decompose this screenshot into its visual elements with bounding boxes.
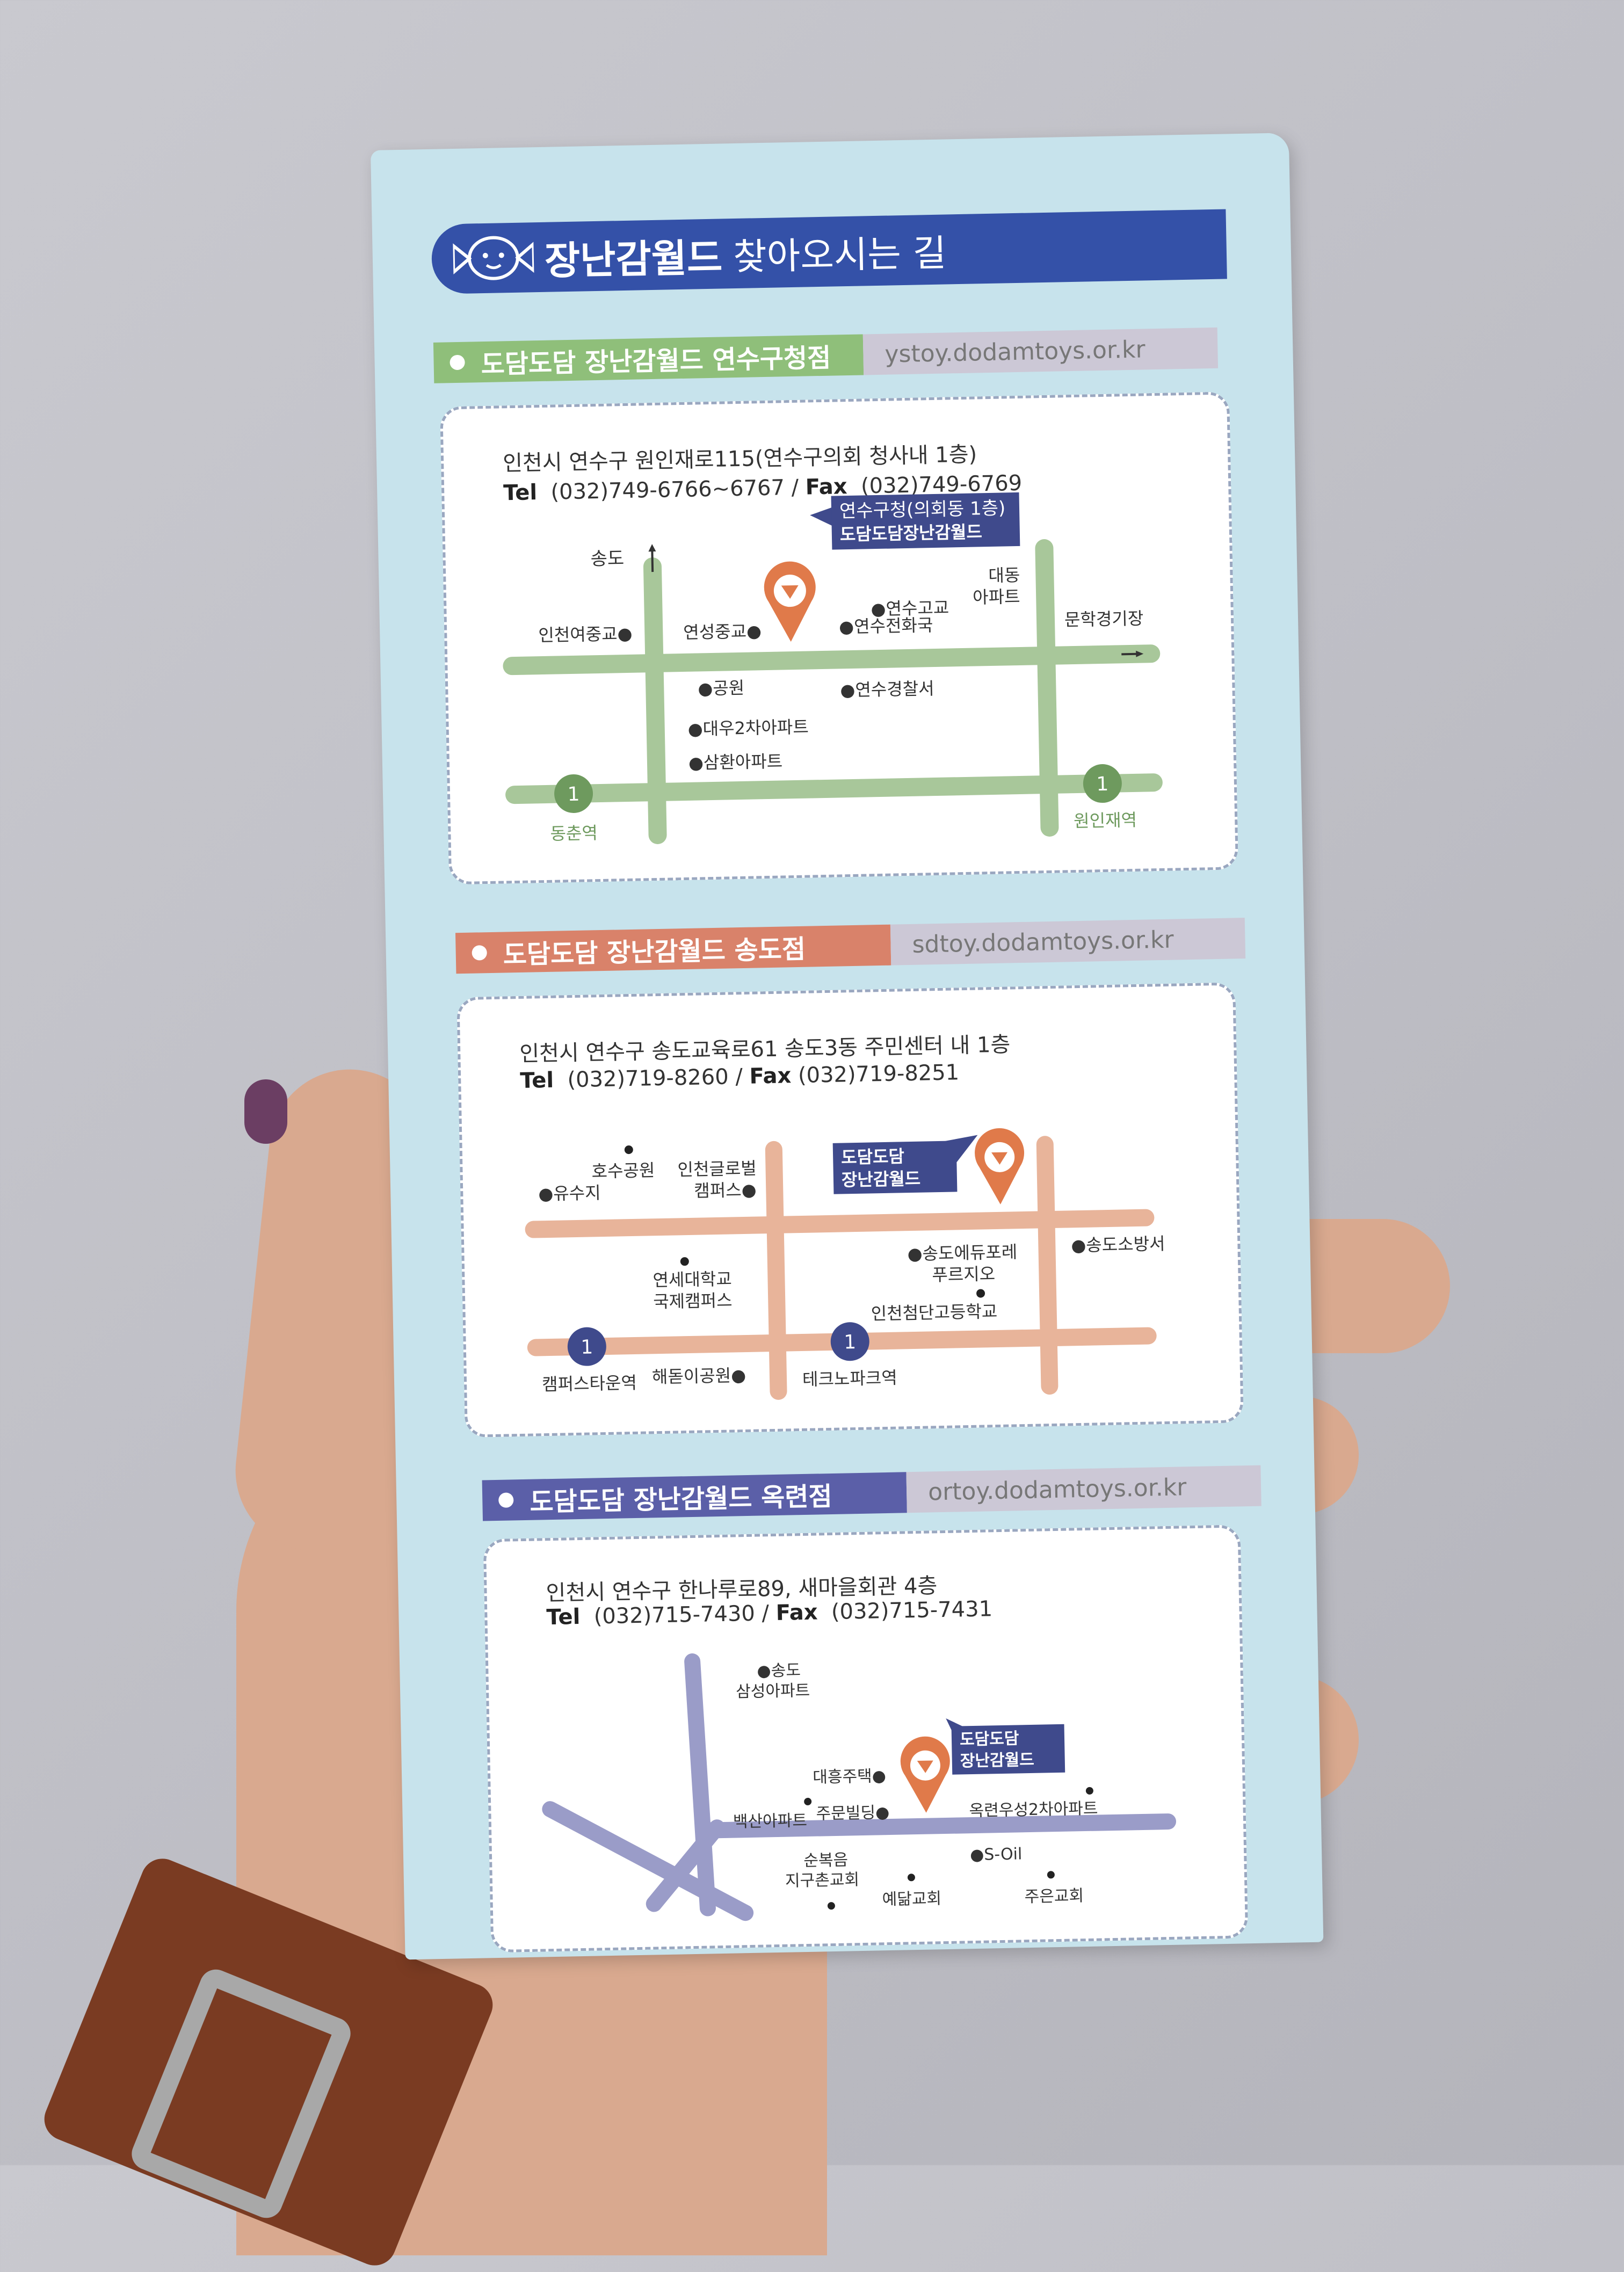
place-label: ●연수고교 xyxy=(871,597,949,619)
station-name: 캠퍼스타운역 xyxy=(542,1373,637,1395)
flyer-header: 장난감월드 찾아오시는 길 xyxy=(431,209,1227,294)
place-label: 백산아파트 xyxy=(733,1811,808,1832)
place-label: 삼성아파트 xyxy=(736,1681,810,1702)
place-label: 대흥주택● xyxy=(813,1767,886,1787)
subway-station-icon[interactable] xyxy=(830,1322,869,1361)
subway-station-icon[interactable] xyxy=(1083,764,1122,803)
place-label: ●대우2차아파트 xyxy=(687,717,809,739)
branch-name-label: 도담도담 장난감월드 옥련점 xyxy=(482,1472,907,1521)
place-label: 인천여중교● xyxy=(538,623,633,645)
place-label: 주문빌딩● xyxy=(816,1803,889,1824)
place-label: 인천글로벌 xyxy=(677,1158,757,1180)
bullet-icon xyxy=(472,945,487,961)
place-label: 국제캠퍼스 xyxy=(653,1290,733,1312)
branch-name: 도담도담 장난감월드 옥련점 xyxy=(529,1481,833,1518)
road xyxy=(698,1813,1177,1839)
subway-line-number: 1 xyxy=(567,783,580,805)
road xyxy=(1036,1136,1058,1395)
branch-bar-yeonsu: 도담도담 장난감월드 연수구청점 ystoy.dodamtoys.or.kr xyxy=(433,327,1219,383)
branch-url[interactable]: sdtoy.dodamtoys.or.kr xyxy=(890,918,1246,966)
branch-name: 도담도담 장난감월드 연수구청점 xyxy=(481,343,831,380)
branch-url[interactable]: ystoy.dodamtoys.or.kr xyxy=(862,327,1219,375)
bullet-icon xyxy=(450,354,465,371)
callout-line-2: 장난감월드 xyxy=(960,1751,1034,1771)
callout-line-1: 도담도담 xyxy=(960,1729,1019,1749)
place-label: ●공원 xyxy=(698,678,745,699)
place-label: 해돋이공원● xyxy=(652,1365,746,1387)
map-panel-songdo: 인천시 연수구 송도교육로61 송도3동 주민센터 내 1층 Tel (032)… xyxy=(456,982,1244,1438)
road xyxy=(542,1801,754,1921)
candy-logo-icon xyxy=(453,236,534,280)
road xyxy=(646,1819,726,1912)
flyer: 장난감월드 찾아오시는 길 도담도담 장난감월드 연수구청점 ystoy.dod… xyxy=(371,133,1324,1960)
location-pin-icon[interactable] xyxy=(900,1736,951,1813)
branch-url[interactable]: ortoy.dodamtoys.or.kr xyxy=(906,1465,1262,1513)
place-label: 푸르지오 xyxy=(932,1264,995,1285)
place-label: 인천첨단고등학교 xyxy=(871,1301,997,1324)
location-pin-icon[interactable] xyxy=(763,528,817,642)
road xyxy=(643,557,667,844)
place-label: ●삼환아파트 xyxy=(688,751,783,773)
callout-line-2: 장난감월드 xyxy=(842,1168,921,1191)
callout-line-1: 도담도담 xyxy=(841,1146,904,1167)
place-label: ●S-Oil xyxy=(970,1845,1023,1864)
place-label: 지구촌교회 xyxy=(785,1870,860,1891)
place-label: 주은교회 xyxy=(1024,1886,1084,1906)
station-name: 테크노파크역 xyxy=(802,1368,897,1390)
place-label: ●유수지 xyxy=(538,1182,601,1204)
place-label: 연성중교● xyxy=(683,621,762,643)
place-label: ●연수경찰서 xyxy=(840,678,934,700)
place-label: ●송도소방서 xyxy=(1071,1233,1165,1255)
map-okryeon: 도담도담 장난감월드 ●송도 삼성아파트 대흥주택● 백산아파트 주문빌딩● 옥… xyxy=(542,1653,1177,1921)
place-label: 예닮교회 xyxy=(882,1889,941,1909)
subway-line-number: 1 xyxy=(581,1336,593,1358)
map-yeonsu: 연수구청(의회동 1층) 도담도담장난감월드 송도 인천여중교● 연성중교● ●… xyxy=(503,492,1163,844)
callout-line-2: 도담도담장난감월드 xyxy=(840,521,983,545)
location-pin-icon[interactable] xyxy=(974,1128,1025,1205)
place-label: 캠퍼스● xyxy=(694,1180,757,1201)
station-name: 원인재역 xyxy=(1074,810,1137,831)
branch-bar-songdo: 도담도담 장난감월드 송도점 sdtoy.dodamtoys.or.kr xyxy=(455,918,1246,974)
branch-name-label: 도담도담 장난감월드 송도점 xyxy=(455,924,891,974)
map-songdo: 도담도담 장난감월드 호수공원 인천글로벌 캠퍼스● ●유수지 ●송도에듀포레 … xyxy=(525,1128,1165,1400)
branch-callout xyxy=(831,492,1020,550)
branch-name: 도담도담 장난감월드 송도점 xyxy=(503,934,806,970)
branch-name-label: 도담도담 장난감월드 연수구청점 xyxy=(433,334,864,383)
subway-station-icon[interactable] xyxy=(554,774,593,813)
callout-line-1: 연수구청(의회동 1층) xyxy=(839,497,1006,522)
bullet-icon xyxy=(498,1492,514,1508)
subway-line-number: 1 xyxy=(844,1331,857,1353)
place-label: ●송도 xyxy=(757,1661,801,1681)
map-panel-yeonsu: 인천시 연수구 원인재로115(연수구의회 청사내 1층) Tel (032)7… xyxy=(440,391,1239,885)
place-label: 옥련우성2차아파트 xyxy=(969,1799,1098,1821)
place-label: 문학경기장 xyxy=(1064,608,1144,630)
map-panel-okryeon: 인천시 연수구 한나루로89, 새마을회관 4층 Tel (032)715-74… xyxy=(483,1525,1249,1953)
branch-callout xyxy=(832,1141,958,1194)
place-label: 아파트 xyxy=(973,586,1020,608)
arrow-up-icon xyxy=(651,548,654,572)
branch-callout xyxy=(951,1724,1065,1775)
station-name: 동춘역 xyxy=(550,823,598,844)
subway-line-number: 1 xyxy=(1096,773,1109,795)
header-subtitle: 찾아오시는 길 xyxy=(733,231,947,279)
place-label: ●연수전화국 xyxy=(839,615,933,637)
road xyxy=(1035,539,1059,837)
place-label: 송도 xyxy=(590,548,624,570)
place-label: 순복음 xyxy=(803,1851,848,1871)
place-label: 연세대학교 xyxy=(653,1268,732,1290)
road xyxy=(765,1141,787,1400)
road xyxy=(684,1653,716,1917)
branch-bar-okryeon: 도담도담 장난감월드 옥련점 ortoy.dodamtoys.or.kr xyxy=(482,1465,1262,1521)
fingernail xyxy=(244,1079,287,1144)
header-title: 장난감월드 xyxy=(544,234,723,284)
place-label: ●송도에듀포레 xyxy=(907,1242,1017,1264)
subway-station-icon[interactable] xyxy=(567,1327,606,1366)
place-label: 대동 xyxy=(988,565,1020,586)
place-label: 호수공원 xyxy=(591,1160,655,1181)
